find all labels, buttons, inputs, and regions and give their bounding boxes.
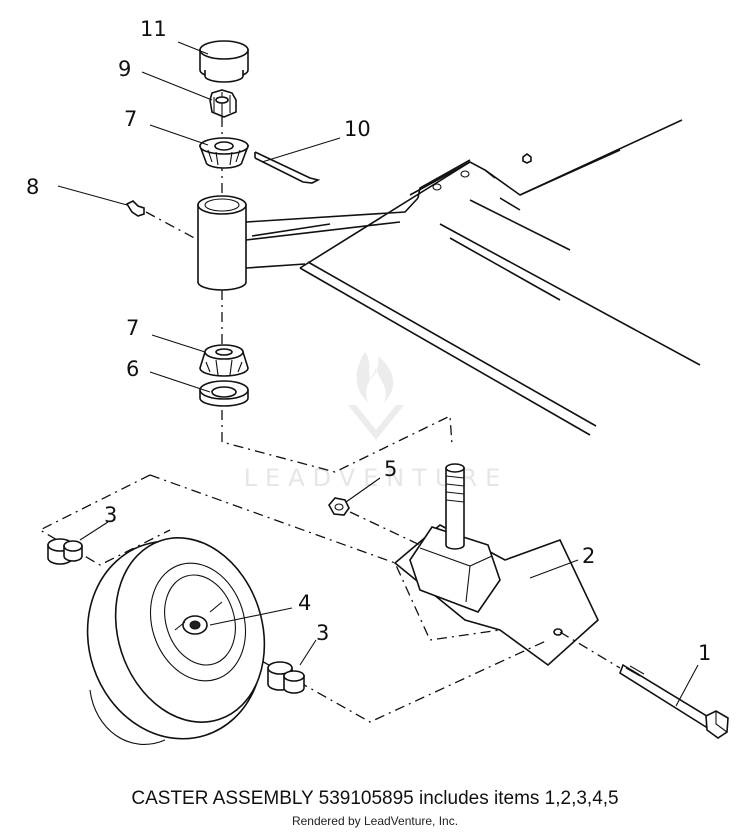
- callout-1: 1: [698, 641, 711, 665]
- bearing-cup: [199, 380, 249, 407]
- callout-7-lower: 7: [126, 316, 139, 340]
- hex-nut: [328, 497, 421, 546]
- callout-7-upper: 7: [124, 107, 137, 131]
- cotter-pin: [254, 151, 321, 184]
- watermark: LEADVENTURE: [244, 352, 509, 492]
- watermark-text: LEADVENTURE: [244, 464, 509, 492]
- dust-cap: [199, 40, 249, 83]
- grease-fitting: [125, 200, 199, 241]
- caster-wheel: [86, 537, 266, 745]
- render-credit: Rendered by LeadVenture, Inc.: [291, 814, 459, 828]
- castle-nut: [209, 89, 237, 118]
- lower-bearing: [199, 344, 249, 377]
- callout-6: 6: [126, 357, 139, 381]
- spindle-axis-lower: [221, 410, 453, 473]
- assembly-line-fork: [149, 474, 501, 641]
- callout-11: 11: [140, 17, 167, 41]
- spacer-right: [267, 661, 305, 694]
- mower-deck-frame: [245, 119, 701, 436]
- caster-fork: [393, 463, 599, 667]
- axle-bolt: [619, 663, 729, 739]
- spindle-tube: [197, 195, 247, 291]
- callout-4: 4: [298, 591, 311, 615]
- callout-9: 9: [118, 57, 131, 81]
- leader-lines: [57, 41, 699, 707]
- callout-2: 2: [582, 544, 595, 568]
- upper-bearing: [198, 137, 250, 169]
- callout-3-right: 3: [316, 621, 329, 645]
- spacer-left: [47, 538, 83, 565]
- callout-3-left: 3: [104, 503, 117, 527]
- callout-5: 5: [384, 457, 397, 481]
- callout-10: 10: [344, 117, 371, 141]
- diagram-caption: CASTER ASSEMBLY 539105895 includes items…: [131, 788, 619, 809]
- callout-8: 8: [26, 175, 39, 199]
- assembly-line-axle: [259, 639, 549, 723]
